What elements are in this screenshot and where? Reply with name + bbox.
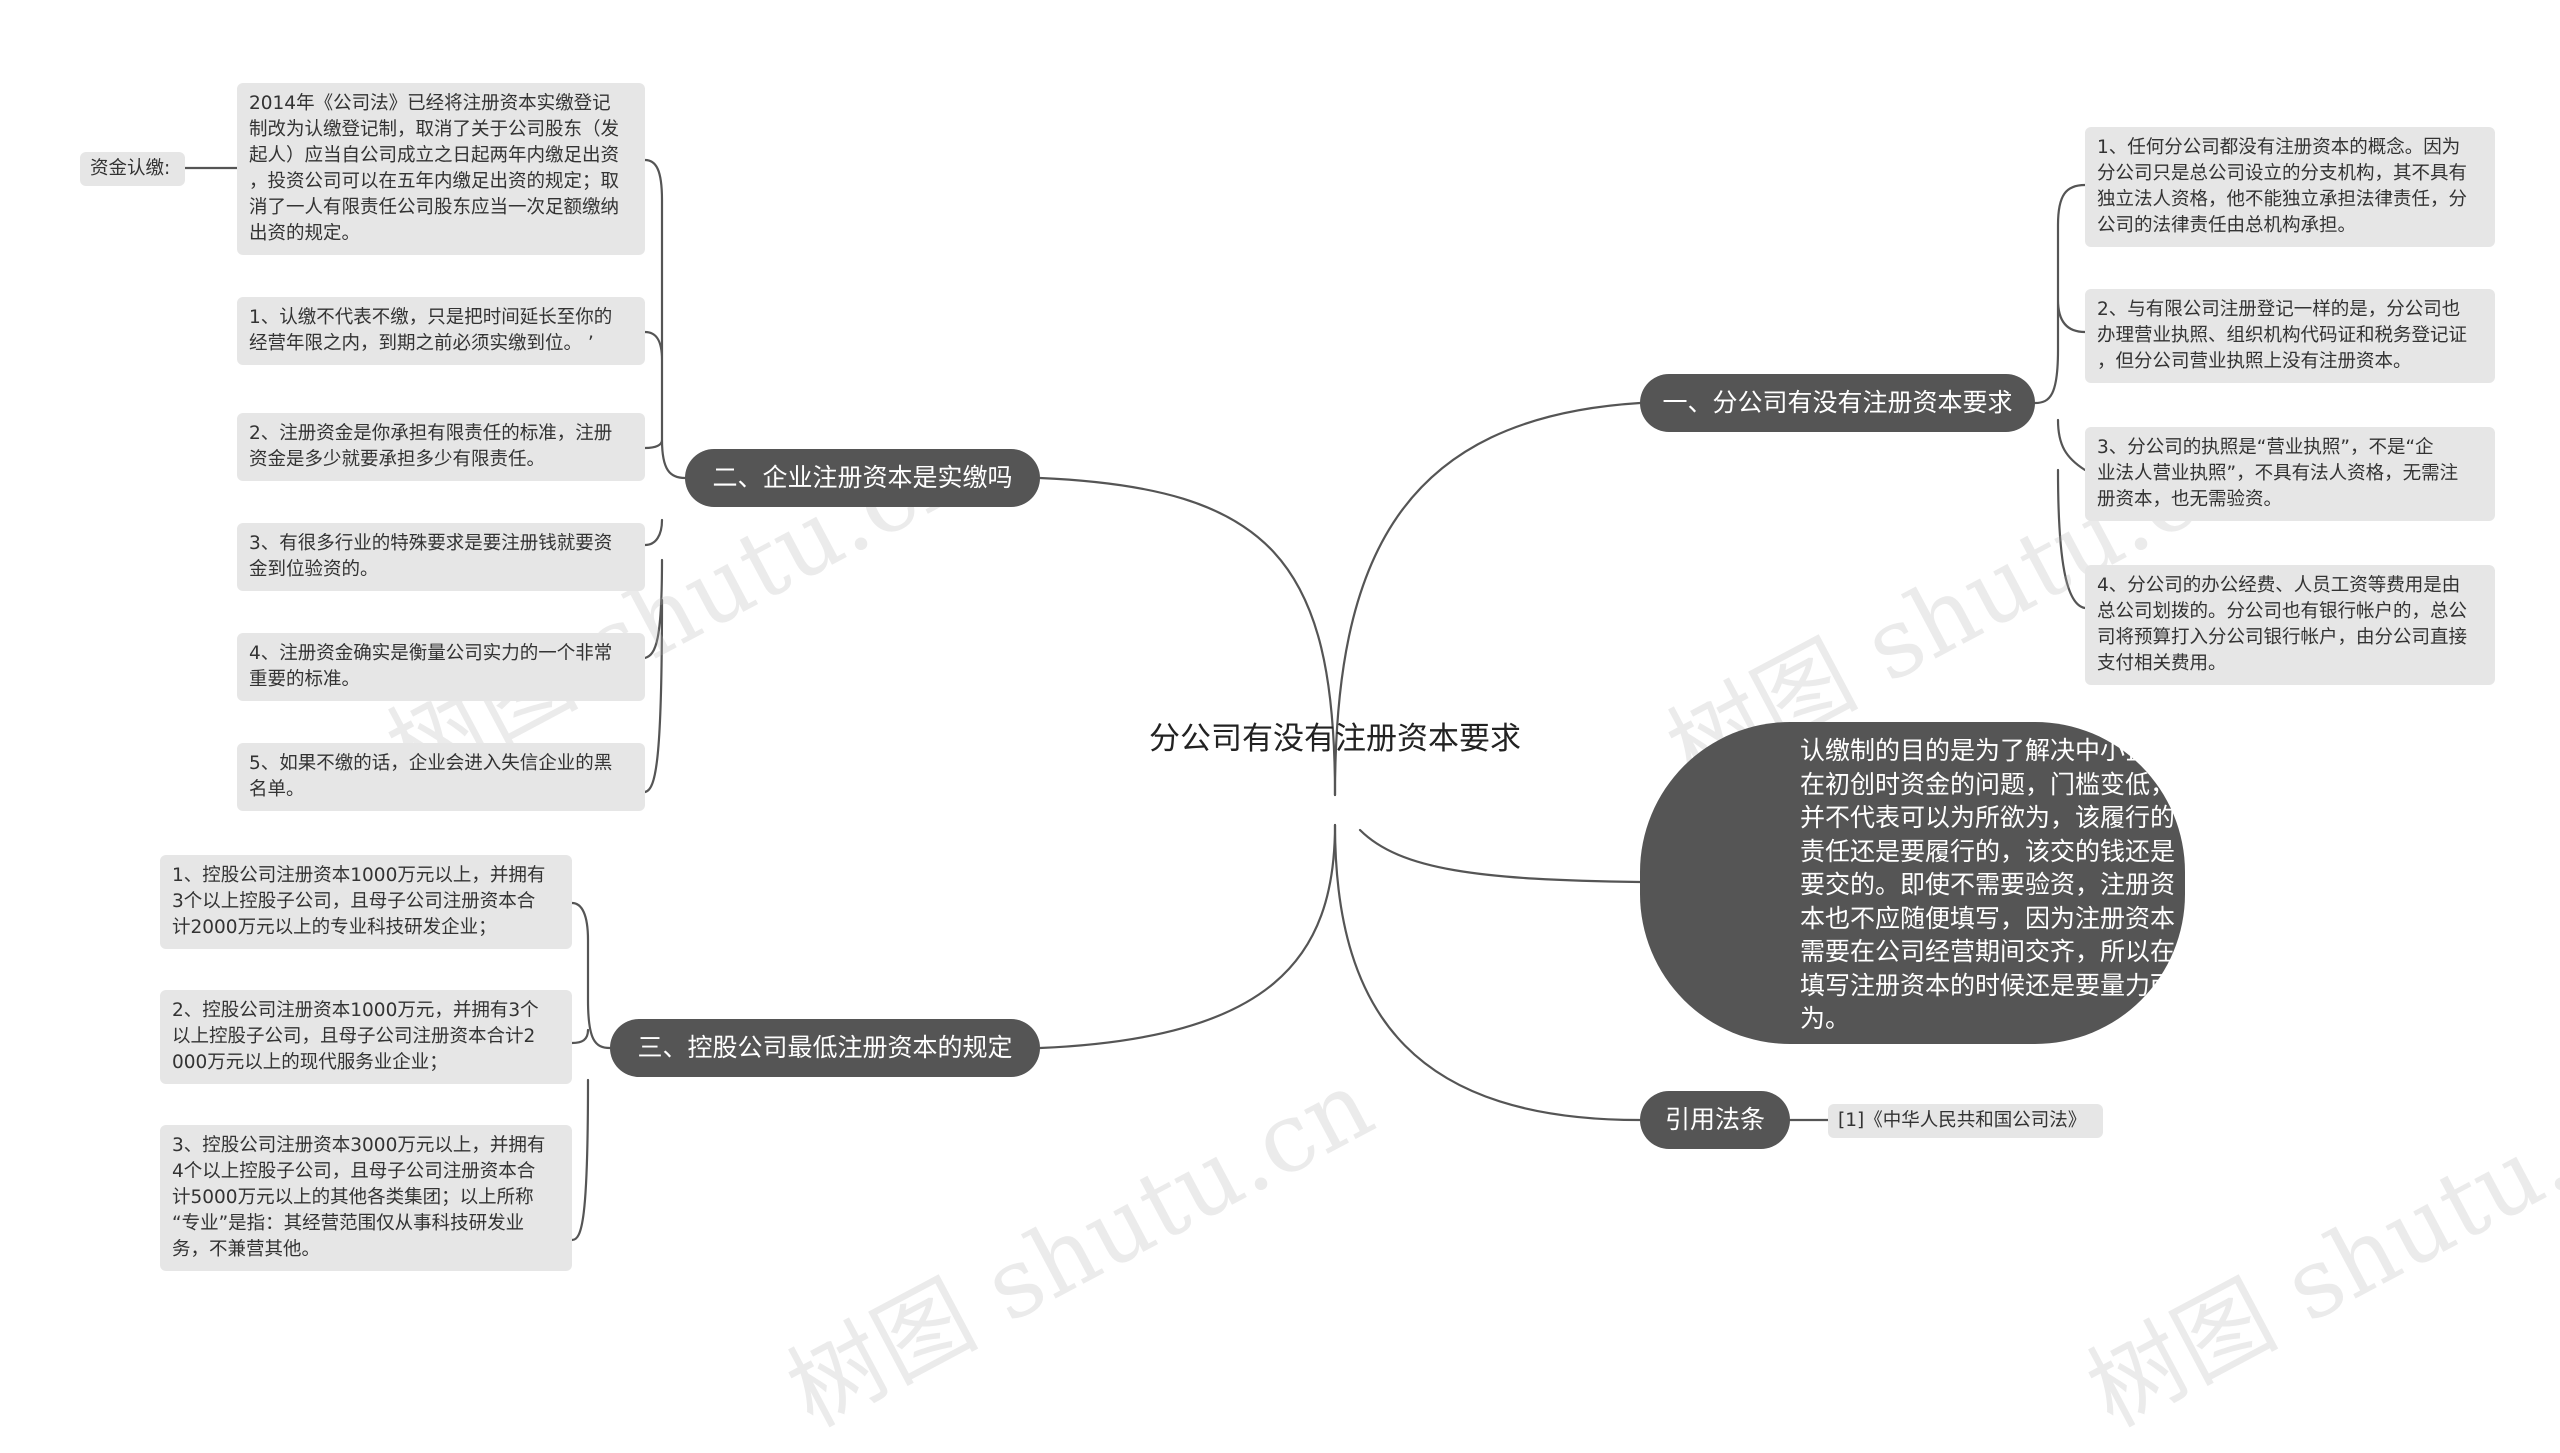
connector-root-b2 <box>1038 476 1337 797</box>
b5-item[interactable]: [1]《中华人民共和国公司法》 <box>1828 1104 2103 1138</box>
connector-b1-items <box>2033 183 2087 610</box>
branch-b3[interactable]: 三、控股公司最低注册资本的规定 <box>610 1019 1040 1077</box>
connector-root-b5 <box>1333 823 1642 1122</box>
b3-item[interactable]: 2、控股公司注册资本1000万元，并拥有3个 以上控股子公司，且母子公司注册资本… <box>160 990 572 1084</box>
b2-item[interactable]: 2、注册资金是你承担有限责任的标准，注册 资金是多少就要承担多少有限责任。 <box>237 413 645 481</box>
connector-root-b4 <box>1358 828 1642 884</box>
connector-root-b3 <box>1038 823 1337 1050</box>
b2-intro[interactable]: 2014年《公司法》已经将注册资本实缴登记 制改为认缴登记制，取消了关于公司股东… <box>237 83 645 255</box>
connector-lines <box>183 158 2087 1242</box>
branch-b5[interactable]: 引用法条 <box>1640 1091 1790 1149</box>
connector-b2-items <box>643 158 687 794</box>
b2-item[interactable]: 1、认缴不代表不缴，只是把时间延长至你的 经营年限之内，到期之前必须实缴到位。 … <box>237 297 645 365</box>
b1-item[interactable]: 3、分公司的执照是“营业执照”，不是“企 业法人营业执照”，不具有法人资格，无需… <box>2085 427 2495 521</box>
root-topic[interactable]: 分公司有没有注册资本要求 <box>1149 721 1521 757</box>
branch-b1[interactable]: 一、分公司有没有注册资本要求 <box>1640 374 2035 432</box>
b2-item[interactable]: 3、有很多行业的特殊要求是要注册钱就要资 金到位验资的。 <box>237 523 645 591</box>
b4-callout-bubble[interactable]: 认缴制的目的是为了解决中小企业 在初创时资金的问题，门槛变低， 并不代表可以为所… <box>1640 722 2185 1044</box>
mindmap-canvas: 树图 shutu.cn 树图 shutu.cn 树图 shutu.cn 树图 s… <box>80 83 2560 1448</box>
connector-b3-items <box>570 901 612 1242</box>
b2-item[interactable]: 4、注册资金确实是衡量公司实力的一个非常 重要的标准。 <box>237 633 645 701</box>
connector-root-b1 <box>1333 401 1642 797</box>
b3-item[interactable]: 3、控股公司注册资本3000万元以上，并拥有 4个以上控股子公司，且母子公司注册… <box>160 1125 572 1271</box>
branch-b2[interactable]: 二、企业注册资本是实缴吗 <box>685 449 1040 507</box>
b2-item[interactable]: 5、如果不缴的话，企业会进入失信企业的黑 名单。 <box>237 743 645 811</box>
b1-item[interactable]: 1、任何分公司都没有注册资本的概念。因为 分公司只是总公司设立的分支机构，其不具… <box>2085 127 2495 247</box>
b3-item[interactable]: 1、控股公司注册资本1000万元以上，并拥有 3个以上控股子公司，且母子公司注册… <box>160 855 572 949</box>
b2-intro-tag[interactable]: 资金认缴: <box>80 152 185 186</box>
b4-callout-text: 认缴制的目的是为了解决中小企业 在初创时资金的问题，门槛变低， 并不代表可以为所… <box>1800 736 2176 1033</box>
b1-item[interactable]: 4、分公司的办公经费、人员工资等费用是由 总公司划拨的。分公司也有银行帐户的，总… <box>2085 565 2495 685</box>
b1-item[interactable]: 2、与有限公司注册登记一样的是，分公司也 办理营业执照、组织机构代码证和税务登记… <box>2085 289 2495 383</box>
